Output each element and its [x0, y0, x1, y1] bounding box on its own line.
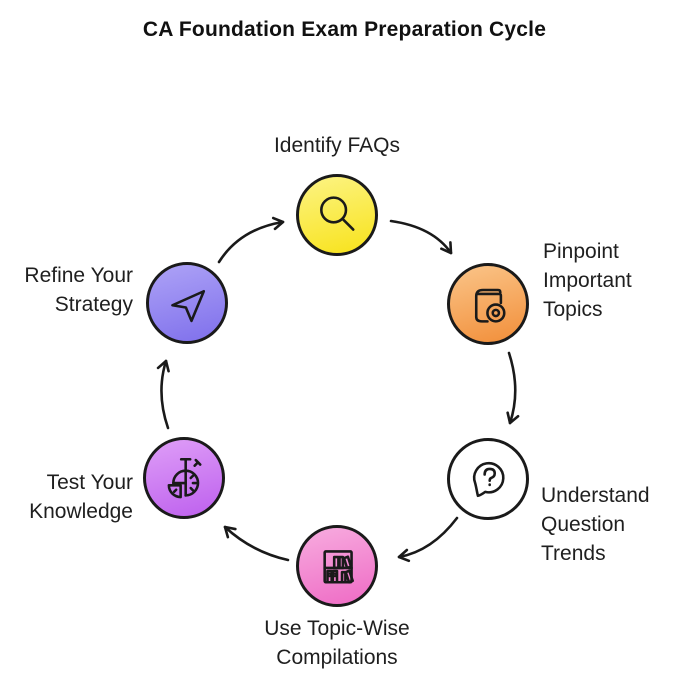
send-icon [171, 289, 206, 323]
arrow-understand-to-compile [397, 516, 459, 563]
node-topic-compilations [296, 525, 378, 607]
node-label-refine-strategy: Refine Your Strategy [24, 264, 133, 316]
node-label-identify-faqs: Identify FAQs [273, 134, 401, 157]
node-label-test-knowledge: Test Your Knowledge [29, 471, 133, 523]
arrow-refine-to-identify [217, 216, 285, 264]
arrow-pinpoint-to-understand [506, 351, 520, 425]
magnifier-icon [320, 196, 355, 231]
node-question-trends [447, 438, 529, 520]
stopwatch-icon [167, 457, 202, 499]
arrow-test-to-refine [156, 359, 170, 430]
question-bubble-icon [472, 461, 505, 498]
arrow-compile-to-test [223, 525, 290, 562]
node-pinpoint-topics [447, 263, 529, 345]
node-label-question-trends: Understand Question Trends [541, 484, 650, 565]
page-title: CA Foundation Exam Preparation Cycle [142, 18, 547, 41]
node-label-topic-compilations: Use Topic-Wise Compilations [264, 617, 410, 669]
node-label-pinpoint-topics: Pinpoint Important Topics [543, 240, 632, 321]
bookshelf-icon [323, 550, 354, 584]
book-disc-icon [474, 288, 506, 323]
node-identify-faqs [296, 174, 378, 256]
node-refine-strategy [146, 262, 228, 344]
arrow-identify-to-pinpoint [389, 219, 453, 255]
node-test-knowledge [143, 437, 225, 519]
